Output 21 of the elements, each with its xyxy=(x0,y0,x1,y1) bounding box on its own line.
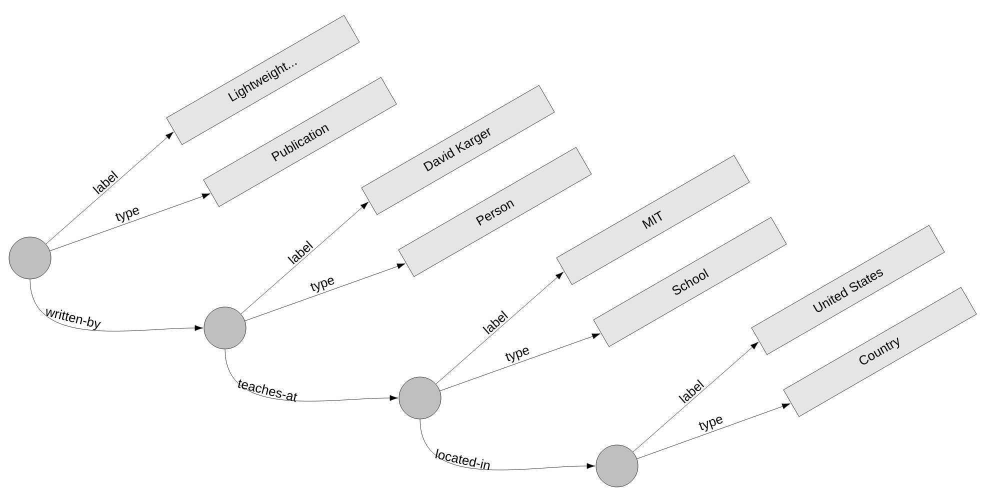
arrow xyxy=(632,342,759,452)
arrow xyxy=(420,419,596,470)
arrow xyxy=(636,403,790,460)
arrow xyxy=(50,193,210,252)
edge-label: type xyxy=(698,416,723,432)
arrow xyxy=(436,272,564,384)
arrow xyxy=(30,279,204,332)
arrow xyxy=(46,132,174,244)
edge-label: type xyxy=(310,278,334,293)
arrow xyxy=(244,263,406,322)
resource-circle xyxy=(204,306,246,350)
arrow xyxy=(440,333,600,392)
resource-circle xyxy=(398,376,442,420)
resource-circle xyxy=(596,444,638,488)
edge-label: written-by xyxy=(46,308,102,330)
edge-label: type xyxy=(505,348,530,363)
arrow xyxy=(224,349,398,402)
arrow xyxy=(240,202,369,314)
edge-label: type xyxy=(115,208,140,223)
resource-circle xyxy=(8,236,52,280)
edge-label: located-in xyxy=(435,448,490,470)
